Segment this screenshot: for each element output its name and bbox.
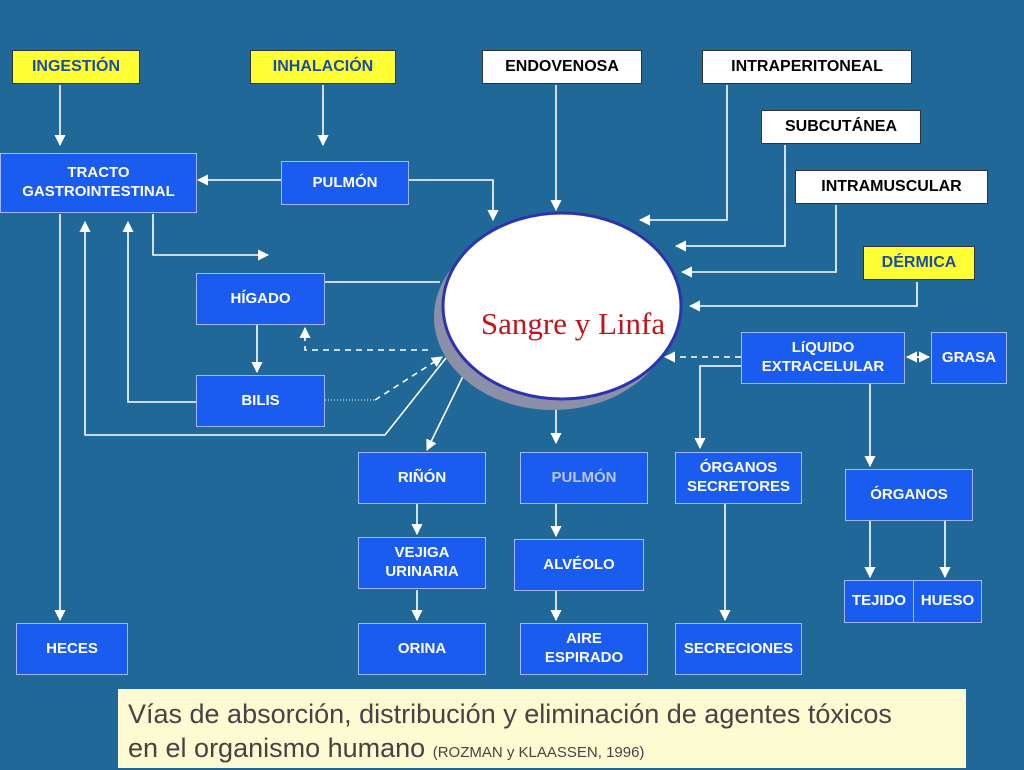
route-ingestion-label: INGESTIÓN	[31, 58, 120, 75]
arrow-dermal-to-blood	[688, 282, 918, 312]
arrow-gi-to-liver	[152, 214, 270, 261]
node-bile: BILIS	[196, 375, 325, 427]
node-organs-label: ÓRGANOS	[870, 485, 948, 503]
route-inhalation-label: INHALACIÓN	[272, 58, 374, 75]
node-liver: HÍGADO	[196, 273, 325, 325]
route-endovenous-label: ENDOVENOSA	[505, 58, 619, 75]
node-ecf-line2: EXTRACELULAR	[761, 358, 885, 375]
node-bladder-line2: URINARIA	[385, 563, 459, 580]
node-liver-label: HÍGADO	[230, 289, 291, 307]
node-exhaled-line1: AIRE	[566, 630, 602, 648]
arrow-intramuscular-to-blood	[680, 205, 837, 278]
node-gi-tract-line2: GASTROINTESTINAL	[22, 183, 175, 200]
arrow-blood-to-kidney	[426, 365, 469, 452]
node-feces-label: HECES	[46, 639, 98, 657]
node-fat: GRASA	[931, 332, 1007, 384]
arrow-bile-to-gi	[122, 220, 196, 403]
node-lung-top: PULMÓN	[281, 161, 409, 205]
caption-citation: (ROZMAN y KLAASSEN, 1996)	[432, 744, 645, 761]
node-gi-tract-line1: TRACTO	[67, 164, 130, 182]
arrow-blood-recirculation-to-gi	[79, 220, 447, 436]
node-bile-label: BILIS	[241, 391, 280, 409]
node-ecf-line1: LíQUIDO	[791, 339, 855, 357]
caption-line2-wrap: en el organismo humano (ROZMAN y KLAASSE…	[128, 731, 966, 770]
node-bladder-line1: VEJIGA	[394, 544, 450, 562]
node-organs: ÓRGANOS	[845, 469, 973, 521]
blood-lymph-ellipse	[441, 211, 683, 401]
dashed-arrow-bile-to-blood	[374, 356, 443, 401]
route-dermal: DÉRMICA	[863, 246, 975, 280]
route-intraperitoneal: INTRAPERITONEAL	[702, 50, 912, 84]
route-intramuscular-label: INTRAMUSCULAR	[821, 178, 962, 195]
route-intraperitoneal-label: INTRAPERITONEAL	[731, 58, 883, 75]
node-gi-tract: TRACTO GASTROINTESTINAL	[0, 153, 197, 213]
node-secretory-organs: ÓRGANOS SECRETORES	[675, 452, 802, 504]
node-tissue-label: TEJIDO	[851, 592, 907, 610]
node-lung-bottom: PULMÓN	[520, 452, 648, 504]
node-secretions: SECRECIONES	[675, 623, 802, 675]
arrow-lung-to-blood	[409, 179, 499, 222]
dashed-arrow-blood-to-liver	[299, 326, 428, 351]
node-kidney-label: RIÑÓN	[397, 468, 447, 486]
node-kidney: RIÑÓN	[358, 452, 486, 504]
caption-line2: en el organismo humano	[128, 733, 426, 763]
route-intramuscular: INTRAMUSCULAR	[795, 170, 988, 204]
caption-line1: Vías de absorción, distribución y elimin…	[128, 699, 892, 729]
node-bone-label: HUESO	[920, 592, 975, 610]
node-feces: HECES	[16, 623, 128, 675]
arrow-subcutaneous-to-blood	[674, 145, 786, 252]
route-ingestion: INGESTIÓN	[12, 50, 140, 84]
route-dermal-label: DÉRMICA	[881, 254, 957, 271]
node-bladder: VEJIGA URINARIA	[358, 537, 486, 589]
route-endovenous: ENDOVENOSA	[482, 50, 642, 84]
arrow-ecf-to-secretory	[694, 365, 741, 450]
node-lung-bottom-label: PULMÓN	[551, 468, 617, 486]
node-urine-label: ORINA	[397, 639, 447, 657]
route-subcutaneous-label: SUBCUTÁNEA	[785, 118, 897, 135]
node-lung-top-label: PULMÓN	[312, 173, 378, 191]
node-fat-label: GRASA	[941, 348, 997, 366]
node-tissue: TEJIDO	[844, 580, 914, 623]
node-ecf: LíQUIDO EXTRACELULAR	[741, 332, 905, 384]
blood-lymph-label: Sangre y Linfa	[480, 306, 666, 341]
node-exhaled-air: AIRE ESPIRADO	[520, 623, 648, 675]
node-bone: HUESO	[913, 580, 982, 623]
node-alveolus-label: ALVÉOLO	[543, 555, 615, 573]
arrow-intraperitoneal-to-blood	[638, 85, 728, 226]
node-alveolus: ALVÉOLO	[514, 539, 644, 591]
node-secretory-line1: ÓRGANOS	[699, 459, 778, 477]
node-exhaled-line2: ESPIRADO	[544, 649, 624, 666]
route-inhalation: INHALACIÓN	[250, 50, 396, 84]
route-subcutaneous: SUBCUTÁNEA	[761, 110, 921, 144]
node-secretions-label: SECRECIONES	[683, 639, 794, 657]
node-secretory-line2: SECRETORES	[686, 478, 791, 495]
node-urine: ORINA	[358, 623, 486, 675]
caption-box: Vías de absorción, distribución y elimin…	[118, 689, 966, 768]
